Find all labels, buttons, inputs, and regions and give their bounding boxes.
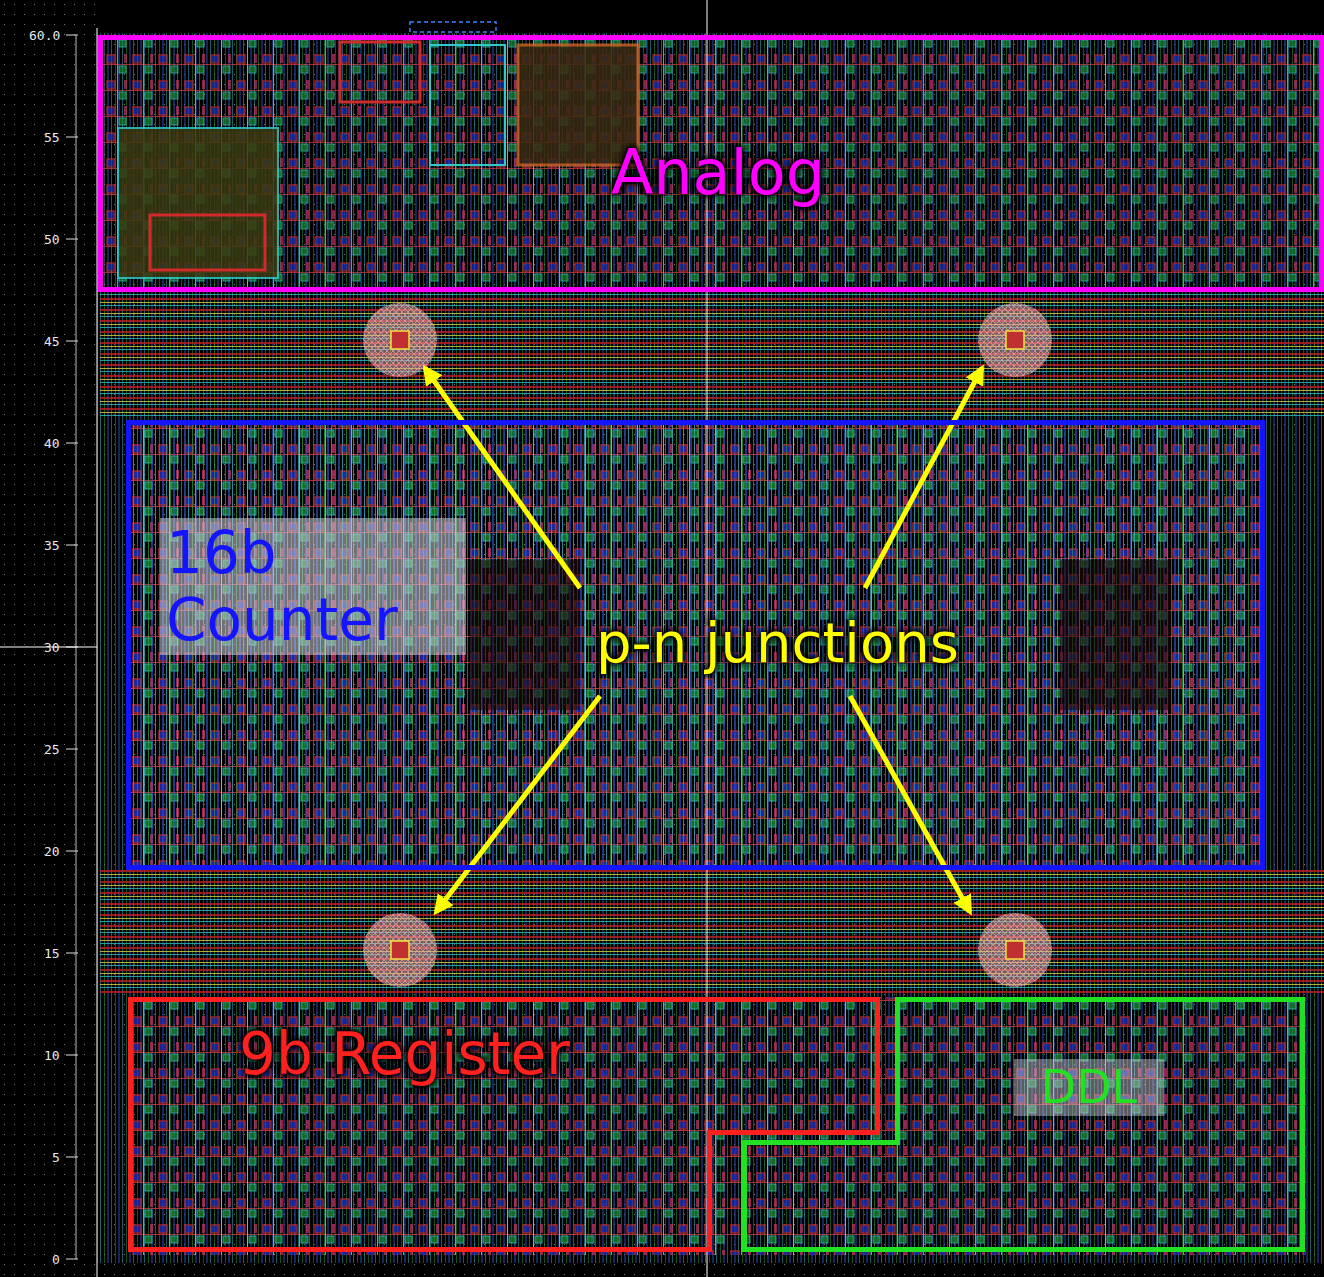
- axis-tick-label: 0: [52, 1252, 60, 1267]
- leader-arrow: [425, 368, 982, 912]
- region-box: 9b Register: [128, 997, 880, 1252]
- axis-tick-label: 50: [44, 232, 60, 247]
- region-label: Analog: [538, 135, 898, 210]
- region-border: [745, 1000, 1303, 1250]
- region-label: 9b Register: [233, 1019, 713, 1090]
- axis-tick-label: 60.0: [29, 28, 60, 43]
- region-label: DDL: [1014, 1059, 1164, 1116]
- callout-label: p-n junctions: [596, 610, 959, 675]
- axis-tick-label: 15: [44, 946, 60, 961]
- axis-tick-label: 55: [44, 130, 60, 145]
- axis-tick-label: 20: [44, 844, 60, 859]
- axis-tick-label: 35: [44, 538, 60, 553]
- axis-tick-label: 30: [44, 640, 60, 655]
- region-border: [129, 423, 1263, 868]
- pn-junction: [363, 303, 1052, 987]
- axis-tick-label: 10: [44, 1048, 60, 1063]
- axis-tick-label: 45: [44, 334, 60, 349]
- region-box: Analog: [98, 35, 1324, 292]
- region-box: DDL: [742, 997, 1305, 1252]
- axis-tick-label: 25: [44, 742, 60, 757]
- axis-tick-label: 5: [52, 1150, 60, 1165]
- region-border: [131, 1000, 878, 1250]
- region-border: [101, 38, 1322, 290]
- region-outline: [742, 997, 1305, 1252]
- axis-tick-label: 40: [44, 436, 60, 451]
- region-label: 16b Counter: [160, 518, 466, 655]
